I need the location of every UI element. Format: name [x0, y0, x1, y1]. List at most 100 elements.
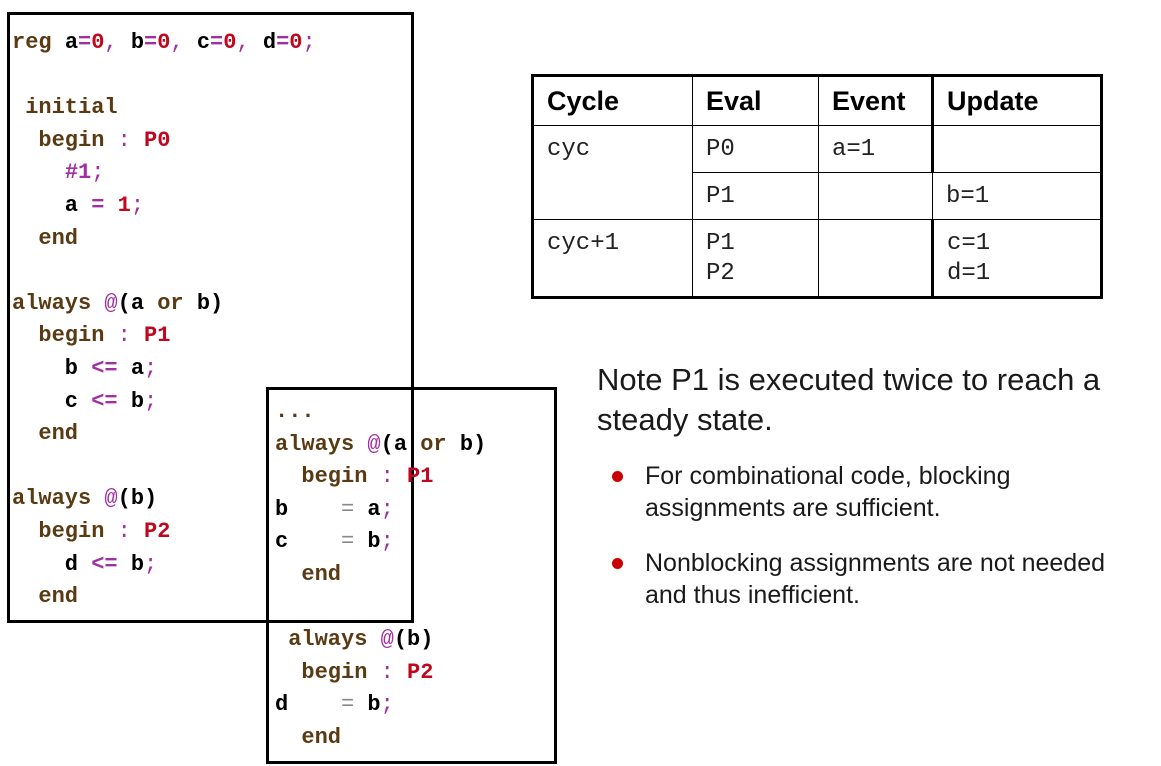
code-token: b)	[183, 290, 224, 316]
code-line: begin : P1	[275, 464, 433, 489]
code-token: (a	[117, 290, 158, 316]
cell-update: b=1	[932, 172, 1102, 220]
code-token: P1	[407, 464, 434, 490]
code-token: b	[117, 551, 145, 577]
code-token: P2	[407, 659, 434, 685]
code-token: reg	[12, 30, 65, 55]
code-token: :	[117, 127, 145, 153]
cell-update: c=1 d=1	[931, 219, 1102, 298]
code-line: end	[12, 584, 78, 609]
header-event: Event	[818, 75, 933, 126]
code-token: =	[341, 692, 355, 718]
code-line: c = b;	[275, 529, 394, 554]
code-token: begin	[12, 518, 118, 544]
cell-eval: P1	[692, 172, 819, 220]
code-token: begin	[12, 323, 118, 349]
code-token: 0	[157, 30, 171, 55]
code-token: c	[12, 388, 92, 414]
code-token: b	[117, 388, 145, 414]
code-line: begin : P1	[12, 323, 170, 348]
code-token: (b)	[117, 486, 158, 512]
code-token: a	[354, 496, 381, 522]
cell-line: d=1	[947, 260, 991, 287]
bullet-text: Nonblocking assignments are not needed a…	[645, 549, 1106, 609]
code-token: =	[144, 30, 158, 55]
code-token	[12, 160, 65, 185]
code-line: begin : P0	[12, 128, 170, 153]
code-panel-right-frame	[266, 387, 557, 764]
code-line: c <= b;	[12, 389, 157, 414]
code-line: begin : P2	[12, 519, 170, 544]
code-token: ,	[170, 30, 197, 55]
code-token: P0	[144, 127, 171, 153]
code-token: ;	[144, 388, 158, 414]
code-token: @	[380, 627, 394, 653]
cell-cycle: cyc	[532, 125, 693, 220]
header-eval: Eval	[692, 75, 819, 126]
code-token: always	[12, 486, 105, 512]
code-token: ,	[236, 30, 263, 55]
code-panel-left-frame	[7, 12, 414, 623]
schedule-table: Cycle Eval Event Update cyc P0 a=1 P1 b=…	[531, 74, 1103, 299]
code-token: ;	[380, 692, 394, 718]
code-line: always @(a or b)	[275, 432, 486, 457]
list-item: For combinational code, blocking assignm…	[612, 460, 1112, 524]
code-token: ;	[130, 192, 145, 218]
table-row: cyc+1 P1 P2 c=1 d=1	[532, 219, 1102, 298]
cell-update	[931, 125, 1102, 173]
code-line: ...	[275, 399, 315, 424]
code-line: a = 1;	[12, 193, 144, 218]
code-token: ...	[275, 399, 315, 424]
cell-eval: P0	[692, 125, 819, 173]
code-token: begin	[275, 659, 381, 685]
code-token: begin	[12, 127, 118, 153]
code-token: initial	[12, 95, 118, 121]
verilog-code-blocking: ... always @(a or b) begin : P1 b = a; c…	[275, 396, 486, 755]
code-token: :	[380, 464, 408, 490]
code-token: or	[157, 290, 184, 316]
code-token: a	[12, 192, 92, 218]
code-token: @	[104, 290, 118, 316]
code-token: always	[12, 290, 105, 316]
code-token: <=	[91, 355, 118, 381]
code-line: d = b;	[275, 692, 394, 717]
code-token: end	[12, 421, 79, 447]
bullet-dot-icon	[612, 558, 623, 569]
code-token: ;	[144, 551, 158, 577]
cell-event: a=1	[818, 125, 933, 173]
cell-eval: P1 P2	[692, 219, 819, 298]
code-token: 0	[289, 30, 303, 55]
code-line: b = a;	[275, 497, 394, 522]
code-token: end	[12, 225, 79, 251]
code-token: #1	[64, 160, 92, 186]
code-line: end	[275, 725, 341, 750]
code-token: :	[117, 518, 145, 544]
code-token: <=	[91, 388, 118, 414]
code-token: =	[210, 30, 224, 55]
code-line: begin : P2	[275, 660, 433, 685]
cell-line: c=1	[947, 230, 991, 257]
cell-cycle: cyc+1	[532, 219, 693, 298]
code-line: #1;	[12, 160, 105, 186]
code-token: c	[275, 529, 342, 555]
code-token: c	[196, 30, 211, 55]
table-row: P1 b=1	[533, 172, 1102, 220]
code-token: (b)	[393, 627, 434, 653]
code-token: <=	[91, 551, 118, 577]
code-token: (a	[380, 431, 421, 457]
header-cycle: Cycle	[532, 75, 693, 126]
code-line: initial	[12, 95, 118, 121]
code-token: d	[12, 551, 92, 577]
verilog-code-nonblocking: reg a=0, b=0, c=0, d=0; initial begin : …	[12, 27, 316, 614]
code-token: b	[12, 355, 92, 381]
code-token: @	[104, 486, 118, 512]
code-token: end	[275, 724, 342, 750]
bullet-text: For combinational code, blocking assignm…	[645, 462, 1011, 522]
note-text: Note P1 is executed twice to reach a ste…	[597, 362, 1101, 437]
bullet-dot-icon	[612, 471, 623, 482]
cell-event	[818, 172, 933, 220]
code-token: =	[276, 30, 290, 55]
code-line: reg a=0, b=0, c=0, d=0;	[12, 30, 316, 55]
code-line: always @(b)	[275, 627, 433, 652]
cell-line: P1	[706, 230, 735, 257]
